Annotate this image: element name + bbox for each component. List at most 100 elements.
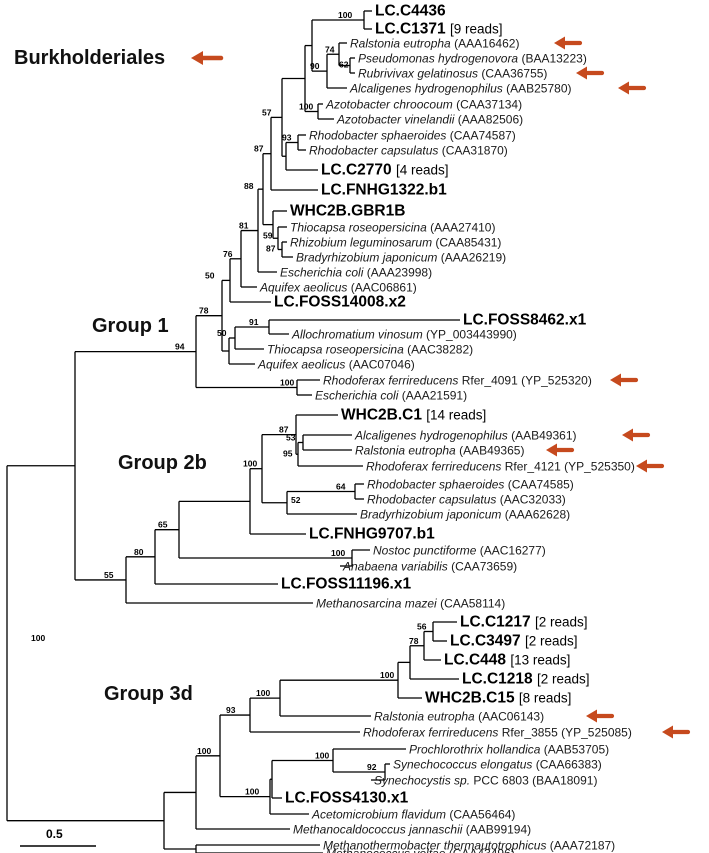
leaf-label-whc_c1: WHC2B.C1 [14 reads] — [341, 407, 486, 424]
leaf-label-fnhg9707: LC.FNHG9707.b1 — [309, 526, 435, 543]
bootstrap-value: 87 — [266, 244, 276, 254]
bootstrap-value: 78 — [409, 636, 419, 646]
tree-branches — [6, 10, 460, 853]
leaf-label-ahy1: Alcaligenes hydrogenophilus (AAB25780) — [349, 82, 572, 96]
leaf-label-avi: Allochromatium vinosum (YP_003443990) — [291, 328, 517, 342]
bootstrap-value: 100 — [331, 548, 345, 558]
group-label-group3d: Group 3d — [104, 683, 193, 705]
leaf-label-tro1: Thiocapsa roseopersicina (AAA27410) — [290, 221, 495, 235]
bootstrap-value: 100 — [31, 633, 45, 643]
bootstrap-value: 50 — [217, 328, 227, 338]
leaf-label-aae2: Aquifex aeolicus (AAC07046) — [257, 358, 415, 372]
leaf-label-reu3: Ralstonia eutropha (AAC06143) — [374, 710, 544, 724]
scale-bar: 0.5 — [20, 827, 96, 847]
bootstrap-value: 56 — [417, 622, 427, 632]
bootstrap-value: 74 — [325, 44, 335, 54]
leaf-label-c1218: LC.C1218 [2 reads] — [462, 671, 589, 688]
bootstrap-value: 64 — [336, 482, 346, 492]
leaf-label-c4436: LC.C4436 — [375, 3, 446, 20]
leaf-label-eco1: Escherichia coli (AAA23998) — [280, 266, 432, 280]
bootstrap-value: 100 — [315, 751, 329, 761]
leaf-label-phy: Pseudomonas hydrogenovora (BAA13223) — [358, 52, 587, 66]
group-label-group1: Group 1 — [92, 315, 169, 337]
leaf-label-rsp2: Rhodobacter sphaeroides (CAA74585) — [367, 478, 574, 492]
leaf-label-fnhg1322: LC.FNHG1322.b1 — [321, 182, 447, 199]
highlight-arrow-icon-reu3 — [586, 709, 615, 723]
bootstrap-value: 59 — [263, 230, 273, 240]
bootstrap-value: 100 — [280, 378, 294, 388]
leaf-label-rge: Rubrivivax gelatinosus (CAA36755) — [358, 67, 547, 81]
leaf-label-aae1: Aquifex aeolicus (AAC06861) — [259, 281, 417, 295]
highlight-arrow-icon-ahy1 — [618, 81, 647, 95]
leaf-label-rca1: Rhodobacter capsulatus (CAA31870) — [309, 144, 508, 158]
bootstrap-value: 50 — [205, 270, 215, 280]
leaf-label-c1217: LC.C1217 [2 reads] — [460, 614, 587, 631]
leaf-label-foss4130: LC.FOSS4130.x1 — [285, 790, 409, 807]
scale-bar-label: 0.5 — [46, 827, 63, 841]
bootstrap-value: 80 — [134, 547, 144, 557]
bootstrap-value: 53 — [286, 433, 296, 443]
bootstrap-value: 87 — [279, 425, 289, 435]
leaf-label-foss14008: LC.FOSS14008.x2 — [274, 294, 406, 311]
bootstrap-value: 57 — [262, 107, 272, 117]
group-label-group2b: Group 2b — [118, 452, 207, 474]
leaf-label-bja1: Bradyrhizobium japonicum (AAA26219) — [296, 251, 506, 265]
group-label-burkholderiales: Burkholderiales — [14, 47, 165, 69]
bootstrap-value: 55 — [104, 570, 114, 580]
bootstrap-value: 92 — [367, 762, 377, 772]
leaf-label-rfe3: Rhodoferax ferrireducens Rfer_3855 (YP_5… — [363, 726, 632, 740]
leaf-label-eco2: Escherichia coli (AAA21591) — [315, 389, 467, 403]
leaf-label-rca2: Rhodobacter capsulatus (AAC32033) — [367, 493, 566, 507]
highlight-arrows — [546, 36, 691, 739]
leaf-label-mma: Methanosarcina mazei (CAA58114) — [316, 597, 505, 611]
bootstrap-value: 78 — [199, 306, 209, 316]
leaf-label-rfe2: Rhodoferax ferrireducens Rfer_4121 (YP_5… — [366, 460, 635, 474]
leaf-label-rle: Rhizobium leguminosarum (CAA85431) — [290, 236, 501, 250]
bootstrap-value: 100 — [245, 787, 259, 797]
bootstrap-value: 100 — [338, 10, 352, 20]
leaf-label-pho: Prochlorothrix hollandica (AAB53705) — [409, 743, 609, 757]
burkholderiales-arrow-icon — [191, 51, 224, 65]
leaf-label-ahy2: Alcaligenes hydrogenophilus (AAB49361) — [354, 429, 577, 443]
bootstrap-value: 93 — [282, 133, 292, 143]
bootstrap-value: 88 — [244, 181, 254, 191]
bootstrap-values: 1006274901009357878759888176509150781009… — [31, 10, 427, 797]
bootstrap-value: 87 — [254, 144, 264, 154]
leaf-label-mja: Methanocaldococcus jannaschii (AAB99194) — [293, 823, 531, 837]
leaf-label-rfe1: Rhodoferax ferrireducens Rfer_4091 (YP_5… — [323, 374, 592, 388]
bootstrap-value: 91 — [249, 317, 259, 327]
bootstrap-value: 90 — [310, 61, 320, 71]
bootstrap-value: 81 — [239, 221, 249, 231]
leaf-label-reu1: Ralstonia eutropha (AAA16462) — [350, 37, 519, 51]
bootstrap-value: 100 — [243, 459, 257, 469]
bootstrap-value: 52 — [291, 495, 301, 505]
highlight-arrow-icon-rge — [576, 66, 605, 80]
leaf-label-mth: Methanothermobacter thermautotrophicus (… — [323, 839, 615, 853]
leaf-label-reu2: Ralstonia eutropha (AAB49365) — [355, 444, 524, 458]
leaf-label-c1371: LC.C1371 [9 reads] — [375, 21, 502, 38]
bootstrap-value: 93 — [226, 705, 236, 715]
leaf-label-c448: LC.C448 [13 reads] — [444, 652, 570, 669]
leaf-label-azc: Azotobacter chroocoum (CAA37134) — [325, 98, 522, 112]
bootstrap-value: 94 — [175, 342, 185, 352]
leaf-label-sel: Synechococcus elongatus (CAA66383) — [393, 758, 602, 772]
bootstrap-value: 95 — [283, 448, 293, 458]
highlight-arrow-icon-rfe1 — [610, 373, 639, 387]
leaf-label-rsp1: Rhodobacter sphaeroides (CAA74587) — [309, 129, 516, 143]
leaf-label-foss11196: LC.FOSS11196.x1 — [281, 576, 411, 593]
leaf-label-mvo: Methanococcus voltae (CAA43496) — [326, 847, 515, 853]
leaf-label-c3497: LC.C3497 [2 reads] — [450, 633, 577, 650]
leaf-label-bja2: Bradyrhizobium japonicum (AAA62628) — [360, 508, 570, 522]
leaf-label-gbr1b: WHC2B.GBR1B — [290, 203, 405, 220]
highlight-arrow-icon-rfe2 — [636, 459, 665, 473]
leaf-label-azv: Azotobacter vinelandii (AAA82506) — [336, 113, 523, 127]
highlight-arrow-icon-reu2 — [546, 443, 575, 457]
leaf-label-ava: Anabaena variabilis (CAA73659) — [342, 560, 517, 574]
leaf-label-c2770: LC.C2770 [4 reads] — [321, 162, 448, 179]
leaf-label-tro2: Thiocapsa roseopersicina (AAC38282) — [267, 343, 473, 357]
highlight-arrow-icon-ahy2 — [622, 428, 651, 442]
leaf-label-c15: WHC2B.C15 [8 reads] — [425, 690, 571, 707]
bootstrap-value: 100 — [197, 746, 211, 756]
bootstrap-value: 62 — [339, 60, 349, 70]
